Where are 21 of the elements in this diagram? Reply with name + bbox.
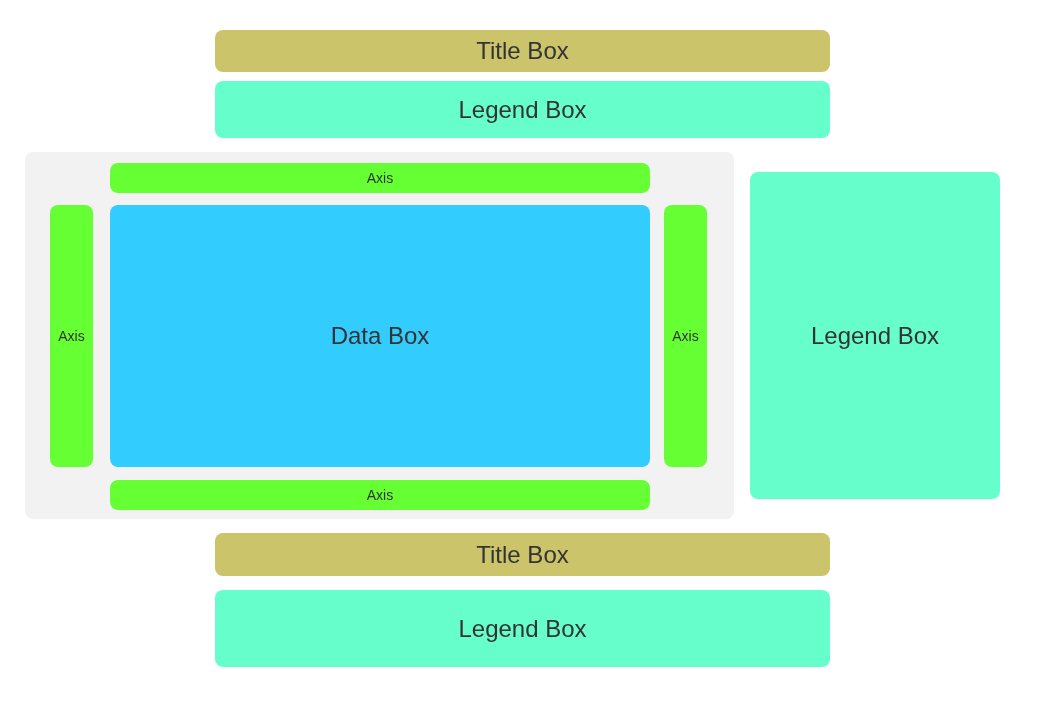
legend-box xyxy=(215,590,830,667)
chart-area-panel xyxy=(25,152,734,519)
title-box xyxy=(215,533,830,576)
axis-bar xyxy=(110,163,650,193)
legend-box xyxy=(215,81,830,138)
box-label: Title Box xyxy=(476,539,569,570)
axis-bar xyxy=(110,480,650,510)
title-box xyxy=(215,30,830,72)
axis-bar xyxy=(664,205,707,467)
axis-bar xyxy=(50,205,93,467)
box-label: Legend Box xyxy=(458,94,587,125)
box-label: Legend Box xyxy=(810,320,940,351)
box-label: Data Box xyxy=(330,321,430,351)
box-label: Title Box xyxy=(476,36,569,66)
box-label: Axis xyxy=(366,168,394,188)
legend-box xyxy=(750,172,1000,499)
box-label: Axis xyxy=(58,326,85,346)
box-label: Axis xyxy=(672,326,699,346)
box-label: Axis xyxy=(366,485,394,505)
data-box xyxy=(110,205,650,467)
box-label: Legend Box xyxy=(458,613,587,644)
